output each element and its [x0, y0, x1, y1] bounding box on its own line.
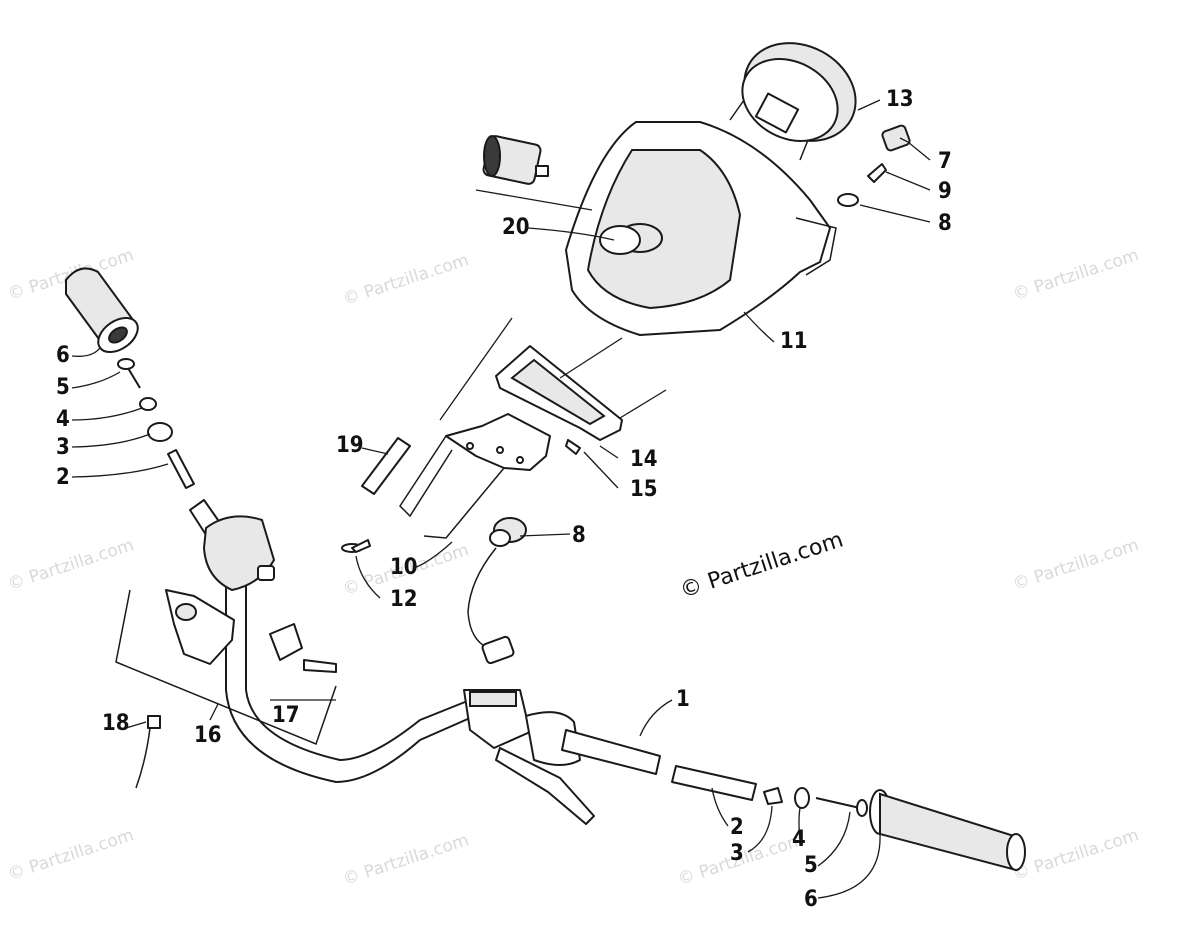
callout-2-left: 2 [56, 465, 70, 490]
watermark: © Partzilla.com [340, 250, 471, 310]
callout-9: 9 [938, 179, 952, 204]
part-9-key [867, 163, 887, 183]
callout-7: 7 [938, 149, 952, 174]
watermark: © Partzilla.com [1010, 825, 1141, 885]
callout-13: 13 [886, 87, 914, 112]
part-7-key-cap [881, 124, 911, 152]
part-5-left-bolt [117, 358, 141, 389]
part-2-right-tube [671, 765, 757, 801]
watermark: © Partzilla.com [5, 825, 136, 885]
part-12-rivet [341, 539, 371, 553]
part-14-bezel [495, 345, 623, 441]
partzilla-credit: © Partzilla.com [677, 527, 846, 603]
callout-4-right: 4 [792, 827, 806, 852]
part-8-key-switch [467, 517, 527, 665]
callout-14: 14 [630, 447, 658, 472]
callout-5-left: 5 [56, 375, 70, 400]
callout-10: 10 [390, 555, 418, 580]
part-3-left-insert [147, 422, 173, 442]
callout-6-right: 6 [804, 887, 818, 912]
callout-1: 1 [676, 687, 690, 712]
callout-2-right: 2 [730, 815, 744, 840]
callout-6-left: 6 [56, 343, 70, 368]
part-4-right-washer [794, 787, 810, 809]
leader-lines [71, 99, 931, 899]
callout-18: 18 [102, 711, 130, 736]
part-11-dash-housing [565, 121, 837, 336]
callout-11: 11 [780, 329, 808, 354]
part-13-gauge [729, 42, 857, 161]
watermark: © Partzilla.com [5, 535, 136, 595]
part-6-left-grip [65, 267, 139, 354]
callout-3-right: 3 [730, 841, 744, 866]
part-19-rod [361, 437, 411, 495]
part-8-nut [837, 193, 859, 207]
callout-8-top: 8 [938, 211, 952, 236]
callout-19: 19 [336, 433, 364, 458]
callout-3-left: 3 [56, 435, 70, 460]
watermark: © Partzilla.com [1010, 245, 1141, 305]
part-18-cable-end [135, 715, 161, 789]
part-5-right-bolt [815, 797, 868, 817]
callout-12: 12 [390, 587, 418, 612]
callout-16: 16 [194, 723, 222, 748]
part-16-handlebar [115, 499, 661, 825]
callouts: 13 7 9 8 20 11 19 14 15 8 10 12 6 5 4 3 … [56, 87, 952, 912]
callout-20: 20 [502, 215, 530, 240]
callout-17: 17 [272, 703, 300, 728]
part-6-right-grip [869, 789, 1026, 872]
callout-8-mid: 8 [572, 523, 586, 548]
part-4-left-washer [139, 397, 157, 411]
part-10-bracket [399, 413, 551, 539]
part-20-switch [482, 135, 663, 255]
watermark: © Partzilla.com [340, 830, 471, 890]
callout-5-right: 5 [804, 853, 818, 878]
watermark: © Partzilla.com [1010, 535, 1141, 595]
part-3-right-insert [763, 787, 783, 805]
part-2-left-tube [167, 449, 195, 489]
part-15-screw [565, 439, 581, 455]
callout-15: 15 [630, 477, 658, 502]
callout-4-left: 4 [56, 407, 70, 432]
